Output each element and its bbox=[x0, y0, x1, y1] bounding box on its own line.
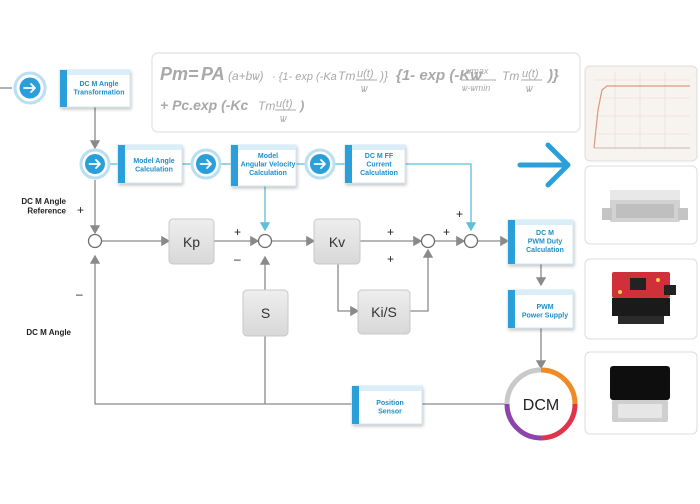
sign-sum2-plus: + bbox=[234, 225, 241, 239]
formula-pa: PA bbox=[201, 64, 225, 84]
arrow-circle-4 bbox=[304, 148, 336, 180]
label-line: DC M FF bbox=[365, 153, 394, 160]
formula-line2-end: ) bbox=[298, 98, 304, 113]
arrow-circle-2 bbox=[79, 148, 111, 180]
photo-sensor-magnet bbox=[584, 165, 698, 245]
dcm-motor: DCM bbox=[504, 367, 578, 441]
sign-sum1-minus: – bbox=[76, 287, 83, 301]
block-kv-label: Kv bbox=[329, 234, 345, 250]
formula-ab: (a+bѡ) bbox=[228, 69, 263, 83]
block-s-label: S bbox=[261, 305, 270, 321]
label-line: Calculation bbox=[360, 170, 398, 177]
formula-u2: u(t) bbox=[522, 68, 539, 80]
formula-frac-top: ѡmax bbox=[466, 66, 489, 76]
label-line: Model bbox=[258, 153, 278, 160]
label-line: Calculation bbox=[249, 170, 287, 177]
label-line: DC M bbox=[536, 230, 554, 237]
label-line: Reference bbox=[27, 207, 66, 216]
photo-response-plot bbox=[584, 65, 698, 162]
label-angle: DC M Angle bbox=[26, 328, 71, 337]
formula-eq: = bbox=[188, 64, 199, 84]
sign-sum3-plus-top: + bbox=[387, 225, 394, 239]
label-line: PWM bbox=[536, 304, 553, 311]
formula-w1: ѡ bbox=[361, 83, 368, 95]
formula-pm: Pm bbox=[160, 64, 188, 84]
sum-junctions bbox=[87, 233, 479, 249]
sum-junction-3 bbox=[420, 233, 436, 249]
sum-junction-1 bbox=[87, 233, 103, 249]
block-s: S bbox=[242, 289, 289, 337]
block-kp-label: Kp bbox=[183, 234, 200, 250]
formula-end: )} bbox=[546, 67, 559, 84]
sum-junction-2 bbox=[257, 233, 273, 249]
label-line: DC M Angle bbox=[79, 81, 118, 88]
label-line: DC M Angle bbox=[21, 197, 66, 206]
sign-sum2-minus: – bbox=[234, 252, 241, 266]
block-ki-s: Ki/S bbox=[357, 289, 411, 335]
formula-tm2: Tm bbox=[502, 69, 519, 83]
formula-sep2: )} bbox=[378, 69, 388, 83]
formula-frac-bot: ѡ-ѡmin bbox=[462, 83, 490, 93]
arrow-circle-3 bbox=[190, 148, 222, 180]
label-line: Calculation bbox=[526, 247, 564, 254]
formula-w2: ѡ bbox=[526, 83, 533, 95]
label-line: Angular Velocity bbox=[241, 161, 296, 168]
sign-sum3-plus-bottom: + bbox=[387, 252, 394, 266]
formula-line2-w: ѡ bbox=[280, 113, 287, 125]
formula-mid: {1- exp (-Kѡ bbox=[396, 67, 482, 84]
formula-tm1: Tm bbox=[338, 69, 355, 83]
label-line: Transformation bbox=[74, 89, 125, 96]
label-line: Calculation bbox=[135, 166, 173, 173]
signal-lines bbox=[0, 87, 547, 405]
arrow-circle-1 bbox=[13, 71, 47, 105]
label-line: Sensor bbox=[378, 408, 402, 415]
formula: Pm = PA (a+bѡ) · {1- exp (-Ka Tm u(t) ѡ … bbox=[160, 64, 559, 125]
big-arrow-icon bbox=[517, 142, 571, 188]
model-lines bbox=[108, 163, 477, 232]
formula-panel bbox=[151, 52, 581, 133]
block-kv: Kv bbox=[313, 218, 361, 265]
sign-sum4-plus-left: + bbox=[443, 225, 450, 239]
block-ki-s-label: Ki/S bbox=[371, 304, 397, 320]
dcm-label: DCM bbox=[523, 397, 559, 414]
sign-labels: + – + – + + + + bbox=[76, 203, 463, 301]
label-line: Current bbox=[366, 161, 392, 168]
sign-sum1-plus: + bbox=[77, 203, 84, 217]
label-line: Position bbox=[376, 400, 404, 407]
formula-sep1: · {1- exp (-Ka bbox=[272, 71, 337, 83]
label-line: Model Angle bbox=[133, 158, 174, 165]
sign-sum4-plus-top: + bbox=[456, 207, 463, 221]
block-kp: Kp bbox=[168, 218, 215, 265]
photo-motor bbox=[584, 351, 698, 435]
photo-driver-board bbox=[584, 258, 698, 340]
formula-line2-tm: Tm bbox=[258, 99, 275, 113]
label-line: Power Supply bbox=[522, 312, 568, 319]
formula-line2-plus: + Pc.exp (-Kc bbox=[160, 97, 249, 113]
sum-junction-4 bbox=[463, 233, 479, 249]
formula-u1: u(t) bbox=[357, 68, 374, 80]
label-line: PWM Duty bbox=[528, 238, 563, 245]
formula-line2-u: u(t) bbox=[276, 98, 293, 110]
